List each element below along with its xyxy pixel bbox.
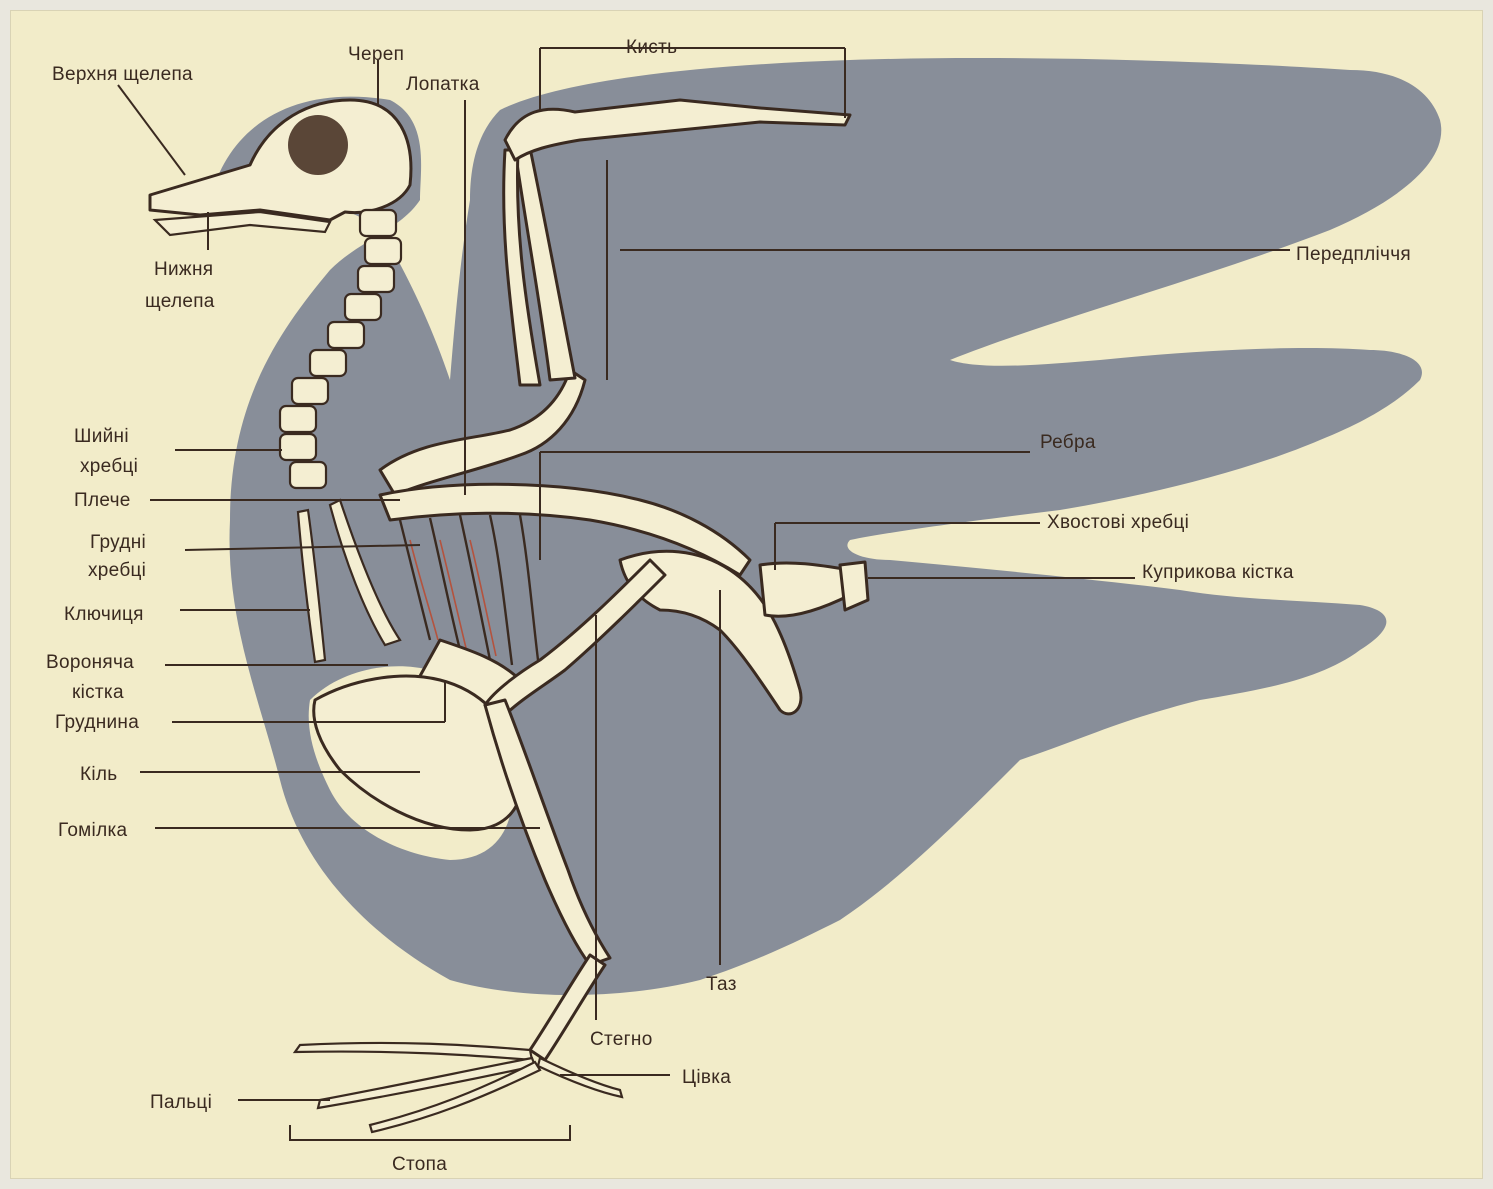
label-thoracic-line1: Грудні: [90, 532, 146, 553]
label-femur: Стегно: [590, 1029, 653, 1050]
label-clavicle: Ключиця: [64, 604, 144, 625]
label-keel: Кіль: [80, 764, 117, 785]
label-pygostyle: Куприкова кістка: [1142, 562, 1294, 583]
label-coracoid-line1: Воронячa: [46, 652, 134, 673]
label-lower-jaw-line1: Нижня: [154, 259, 213, 280]
label-tarsus: Цівка: [682, 1067, 731, 1088]
label-lower-jaw-line2: щелепа: [145, 291, 215, 312]
label-forearm: Передпліччя: [1296, 244, 1411, 265]
label-hand: Кисть: [626, 37, 677, 58]
label-sternum: Груднина: [55, 712, 139, 733]
label-cervical-line1: Шийні: [74, 426, 129, 447]
pygostyle-bone: [840, 562, 868, 610]
toes-group: [295, 1043, 622, 1132]
eye-orbit: [288, 115, 348, 175]
label-coracoid-line2: кістка: [72, 682, 124, 703]
label-scapula: Лопатка: [406, 74, 480, 95]
label-tibia: Гомілка: [58, 820, 127, 841]
label-skull: Череп: [348, 44, 404, 65]
label-upper-jaw: Верхня щелепа: [52, 64, 193, 85]
label-shoulder: Плече: [74, 490, 131, 511]
label-cervical-line2: хребці: [80, 456, 138, 477]
label-pelvis: Таз: [706, 974, 737, 995]
label-ribs: Ребра: [1040, 432, 1096, 453]
label-toes: Пальці: [150, 1092, 212, 1113]
label-caudal: Хвостові хребці: [1047, 512, 1189, 533]
label-foot: Стопа: [392, 1154, 447, 1175]
label-thoracic-line2: хребці: [88, 560, 146, 581]
